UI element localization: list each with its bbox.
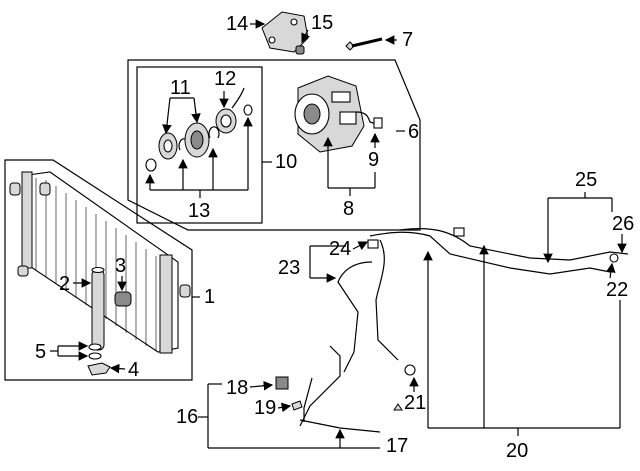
callout-26: 26 — [612, 213, 634, 235]
compressor-group: 11 12 13 10 9 8 6 — [127, 59, 421, 231]
callout-2: 2 — [59, 273, 70, 295]
callout-9: 9 — [368, 149, 379, 171]
callout-19: 19 — [254, 397, 276, 419]
callout-20: 20 — [506, 440, 528, 462]
callout-10: 10 — [275, 151, 297, 173]
callout-8: 8 — [343, 198, 354, 220]
callout-5: 5 — [35, 341, 46, 363]
mounting-bolt — [345, 37, 383, 51]
clutch-outline-box — [136, 66, 263, 224]
drier-cap — [114, 291, 132, 307]
callout-1: 1 — [204, 286, 215, 308]
drier-bracket — [87, 362, 111, 376]
callout-6: 6 — [408, 121, 419, 143]
callout-25: 25 — [575, 169, 597, 191]
condenser-group: 1 2 3 5 4 — [4, 159, 215, 381]
ac-compressor — [294, 75, 365, 153]
callout-13: 13 — [188, 200, 210, 222]
callout-18: 18 — [226, 377, 248, 399]
callout-7: 7 — [402, 29, 413, 51]
callout-24: 24 — [329, 238, 351, 260]
o-rings — [88, 343, 102, 360]
ac-hoses — [275, 227, 629, 433]
callout-12: 12 — [214, 68, 236, 90]
bracket-bolt — [295, 45, 305, 55]
callout-4: 4 — [128, 359, 139, 381]
callout-11: 11 — [170, 77, 191, 99]
callout-15: 15 — [311, 12, 333, 34]
callout-14: 14 — [226, 13, 248, 35]
compressor-wiring — [355, 111, 383, 129]
callout-22: 22 — [606, 279, 628, 301]
callout-16: 16 — [176, 406, 198, 428]
condenser-outline-box — [4, 159, 193, 381]
callout-3: 3 — [115, 255, 126, 277]
clutch-assembly — [145, 87, 253, 172]
callout-17: 17 — [386, 435, 408, 457]
callout-21: 21 — [404, 392, 426, 414]
receiver-drier — [91, 266, 105, 351]
compressor-outline-box — [127, 59, 421, 231]
callout-23: 23 — [278, 257, 300, 279]
